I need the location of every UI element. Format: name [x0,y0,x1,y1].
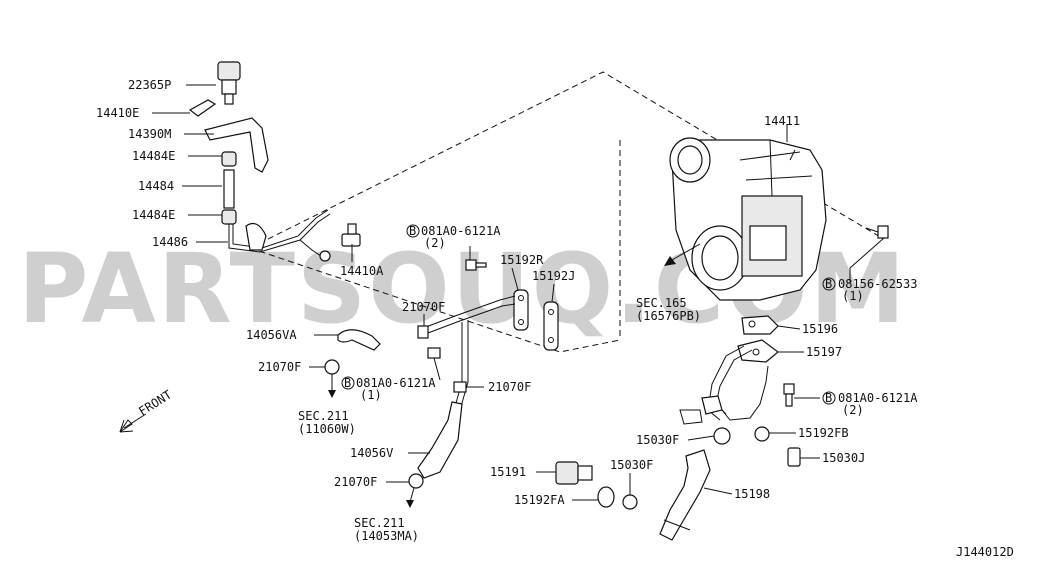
pressure-sensor-22365P [217,61,241,105]
hose-14056VA [337,329,381,351]
label-14484E-upper: 14484E [132,149,175,163]
sec165-arrow [664,243,701,266]
bracket-14390M [204,117,269,173]
clamp-15030F-b [622,494,638,510]
bolt-marker-right-letter: B [825,391,832,405]
label-081A0-mid-qty: (1) [360,388,382,402]
eyebolt-14410A [341,223,361,247]
hose-15198 [659,449,711,541]
label-sec165-ref: (16576PB) [636,309,701,323]
label-14390M: 14390M [128,127,171,141]
label-15197: 15197 [806,345,842,359]
label-21070F-left: 21070F [258,360,301,374]
label-15196: 15196 [802,322,838,336]
diagram-code: J144012D [956,545,1014,559]
tube-14486 [228,209,331,262]
label-15030J: 15030J [822,451,865,465]
label-sec165: SEC.165 [636,296,687,310]
label-15030F-lower: 15030F [610,458,653,472]
front-label: FRONT [136,388,174,419]
label-sec211-upper: SEC.211 [298,409,349,423]
label-081A0-top-qty: (2) [424,236,446,250]
label-081A0-right-qty: (2) [842,403,864,417]
label-08156-qty: (1) [842,289,864,303]
label-sec211-upper-ref: (11060W) [298,422,356,436]
label-14484: 14484 [138,179,174,193]
turbocharger-14411 [669,137,827,301]
label-21070F-right: 21070F [488,380,531,394]
label-15198: 15198 [734,487,770,501]
label-22365P: 22365P [128,78,171,92]
bolt-marker-right [822,391,836,405]
label-15191: 15191 [490,465,526,479]
label-15192FB: 15192FB [798,426,849,440]
connector-15030J [787,447,801,467]
bolt-marker-08156-letter: B [825,277,832,291]
clamp-15030F-a [713,427,731,445]
clip-21070F-b [324,359,340,375]
gasket-15196 [741,315,779,335]
label-14411: 14411 [764,114,800,128]
bolt-marker-top [406,224,420,238]
label-081A0-right: 081A0-6121A [838,391,918,405]
label-14486: 14486 [152,235,188,249]
hose-14056V [417,401,463,479]
label-081A0-top: 081A0-6121A [421,224,501,238]
bolt-marker-top-letter: B [409,224,416,238]
union-15191 [555,461,593,485]
gasket-15192R [513,289,529,331]
label-08156-62533: 08156-62533 [838,277,917,291]
bolt-081A0-mid [427,347,441,359]
clamp-15192FB [754,426,770,442]
leader-lines [152,84,885,501]
oil-return-tube [679,345,769,425]
bolt-081A0-top [465,259,487,271]
label-sec211-lower-ref: (14053MA) [354,529,419,543]
seal-15192FA [597,486,615,508]
bolt-08156-62533 [865,225,889,239]
bolt-marker-08156 [822,277,836,291]
clamp-14410E [188,99,217,117]
label-14484E-lower: 14484E [132,208,175,222]
label-14056VA: 14056VA [246,328,297,342]
bolt-marker-mid-letter: B [344,376,351,390]
label-14410A: 14410A [340,264,384,278]
gasket-15197 [737,339,779,363]
label-15030F-upper: 15030F [636,433,679,447]
bolt-081A0-right [783,383,795,407]
clip-21070F-c [453,381,467,393]
label-15192J: 15192J [532,269,575,283]
clip-21070F-d [408,473,424,489]
label-21070F-top: 21070F [402,300,445,314]
gasket-15192J [543,301,559,351]
label-14056V: 14056V [350,446,393,460]
sec211-arrows [328,374,415,508]
bolt-marker-mid [341,376,355,390]
label-sec211-lower: SEC.211 [354,516,405,530]
front-arrow-icon [119,413,147,433]
label-15192R: 15192R [500,253,544,267]
label-081A0-mid: 081A0-6121A [356,376,436,390]
label-21070F-bottom: 21070F [334,475,377,489]
clip-21070F-a [417,325,429,339]
label-15192FA: 15192FA [514,493,565,507]
label-14410E: 14410E [96,106,139,120]
hose-14484-assembly [221,151,237,225]
